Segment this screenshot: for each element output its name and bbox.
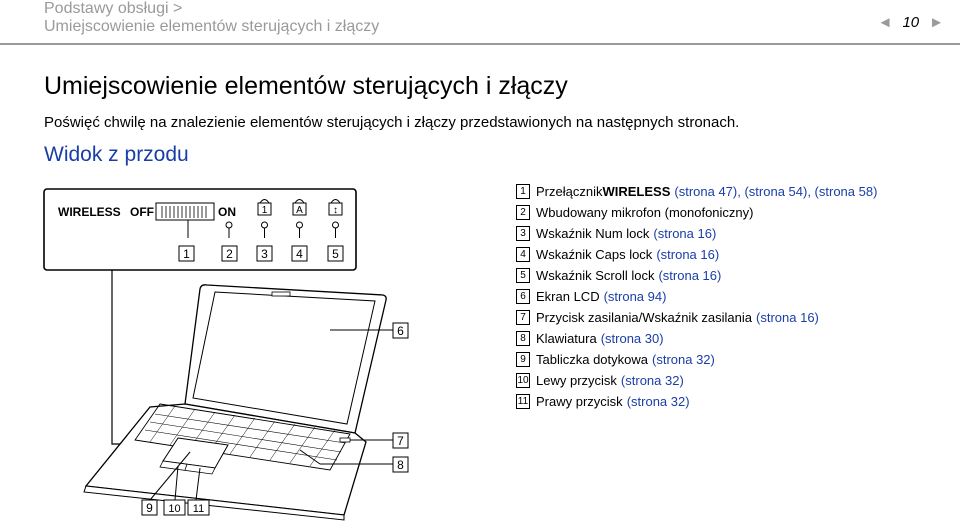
legend-number: 6: [516, 289, 530, 304]
page-reference-link[interactable]: (strona 16): [653, 226, 717, 241]
breadcrumb-current: Umiejscowienie elementów sterujących i z…: [44, 18, 380, 35]
svg-text:A: A: [296, 205, 303, 216]
caps-lock-indicator-icon: A: [292, 199, 307, 238]
callout-1: 1: [178, 245, 195, 262]
svg-text:5: 5: [332, 247, 339, 261]
legend-number: 11: [516, 394, 530, 409]
wireless-label: WIRELESS: [58, 205, 121, 219]
legend-number: 4: [516, 247, 530, 262]
laptop-lid: [184, 284, 387, 434]
page-reference-link[interactable]: (strona 16): [656, 247, 720, 262]
indicator-panel-callout: [43, 188, 357, 271]
page-reference-link[interactable]: (strona 94): [603, 289, 667, 304]
svg-text:7: 7: [397, 434, 404, 448]
legend-number: 2: [516, 205, 530, 220]
svg-text:8: 8: [397, 458, 404, 472]
legend-number: 7: [516, 310, 530, 325]
callout-9: 9: [141, 499, 158, 516]
svg-text:3: 3: [261, 247, 268, 261]
page-navigator: ◄ 10 ►: [878, 14, 944, 31]
page-title: Umiejscowienie elementów sterujących i z…: [44, 72, 568, 100]
laptop-diagram: WIRELESS OFF ON 1 A ↕: [43, 188, 409, 521]
header-divider: [0, 43, 960, 45]
legend-number: 3: [516, 226, 530, 241]
legend-number: 9: [516, 352, 530, 367]
svg-text:1: 1: [262, 205, 268, 216]
callout-6: 6: [392, 322, 409, 339]
prev-page-icon[interactable]: ◄: [877, 14, 893, 31]
page-reference-link[interactable]: (strona 16): [756, 310, 819, 325]
page-reference-link[interactable]: (strona 32): [620, 373, 684, 388]
callout-10: 10: [163, 499, 186, 516]
legend-number: 8: [516, 331, 530, 346]
on-label: ON: [218, 205, 236, 219]
page-number: 10: [902, 14, 920, 31]
svg-text:4: 4: [296, 247, 303, 261]
next-page-icon[interactable]: ►: [929, 14, 944, 31]
page-reference-link[interactable]: (strona 30): [600, 331, 664, 346]
page-reference-link[interactable]: (strona 47), (strona 54), (strona 58): [674, 184, 878, 199]
svg-text:1: 1: [183, 247, 190, 261]
callout-5: 5: [327, 245, 344, 262]
callout-11: 11: [187, 499, 210, 516]
intro-text: Poświęć chwilę na znalezienie elementów …: [44, 114, 740, 131]
wireless-switch: [155, 202, 215, 238]
page-reference-link[interactable]: (strona 32): [626, 394, 690, 409]
legend-number: 5: [516, 268, 530, 283]
num-lock-indicator-icon: 1: [257, 199, 272, 238]
breadcrumb-parent[interactable]: Podstawy obsługi >: [44, 0, 183, 17]
svg-text:11: 11: [193, 503, 204, 515]
section-heading: Widok z przodu: [44, 143, 189, 166]
legend-number: 10: [516, 373, 530, 388]
microphone-icon: [225, 221, 233, 229]
callout-4: 4: [291, 245, 308, 262]
svg-text:2: 2: [226, 247, 233, 261]
callout-7: 7: [392, 432, 409, 449]
page-reference-link[interactable]: (strona 32): [652, 352, 715, 367]
svg-text:↕: ↕: [333, 205, 338, 216]
callout-8: 8: [392, 456, 409, 473]
legend-number: 1: [516, 184, 530, 199]
callout-2: 2: [221, 245, 238, 262]
callout-3: 3: [256, 245, 273, 262]
scroll-lock-indicator-icon: ↕: [328, 199, 343, 238]
page-reference-link[interactable]: (strona 16): [658, 268, 722, 283]
page-header: Podstawy obsługi > Umiejscowienie elemen…: [0, 0, 960, 46]
off-label: OFF: [130, 205, 154, 219]
svg-text:6: 6: [397, 324, 404, 338]
svg-text:9: 9: [146, 501, 153, 515]
laptop-base: [83, 403, 367, 521]
svg-text:10: 10: [168, 503, 180, 515]
